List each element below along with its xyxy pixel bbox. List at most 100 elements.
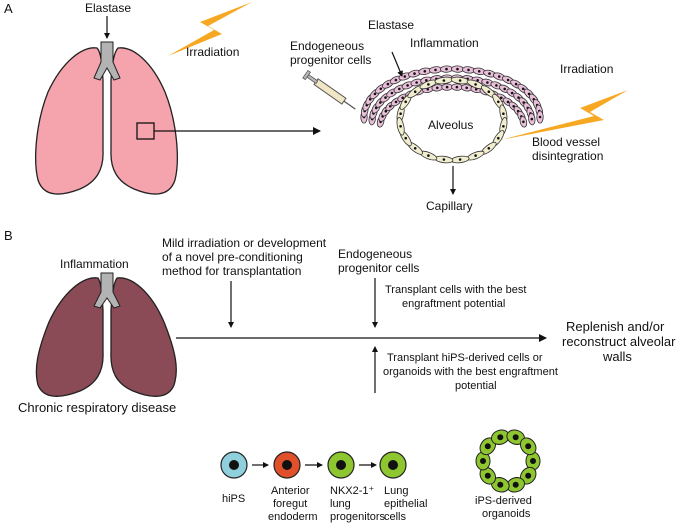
- inflammation-arrow: [391, 51, 403, 77]
- panel-b-label: B: [4, 228, 13, 243]
- diseased-trachea: [93, 272, 121, 309]
- alveolar-cell-nucleus: [404, 136, 408, 140]
- alveolar-cell-nucleus: [442, 158, 446, 161]
- mild-irradiation-line2: of a novel pre-conditioning: [162, 250, 303, 264]
- transplant-best-line2: engraftment potential: [402, 298, 505, 310]
- endogeneous-label-line2: progenitor cells: [290, 53, 371, 67]
- alveolar-cell-nucleus: [502, 112, 505, 115]
- capillary-cell-nucleus: [530, 117, 534, 121]
- capillary-cell-nucleus: [510, 91, 514, 95]
- capillary-cell-nucleus: [413, 72, 416, 75]
- capillary-cell-nucleus: [465, 86, 469, 90]
- elastase-label-top: Elastase: [85, 1, 131, 15]
- endogeneous-b-line2: progenitor cells: [338, 261, 419, 275]
- alveolar-cell-nucleus: [474, 154, 477, 157]
- alveolar-cell-nucleus: [458, 158, 462, 161]
- capillary-cell-nucleus: [379, 87, 383, 91]
- cell-label-foregut-1: Anterior: [271, 485, 310, 497]
- capillary-cell-nucleus: [394, 78, 398, 82]
- elastase-label-alveolus: Elastase: [368, 18, 414, 32]
- alveolar-cell-nucleus: [427, 154, 430, 157]
- capillary-cell-nucleus: [500, 96, 503, 100]
- endogeneous-b-line1: Endogeneous: [338, 247, 412, 261]
- organoid-nucleus: [525, 443, 532, 450]
- capillary-cell-nucleus: [476, 79, 480, 82]
- outcome-line1: Replenish and/or: [566, 319, 665, 334]
- capillary-cell-nucleus: [445, 85, 449, 89]
- organoid-nucleus: [512, 434, 519, 441]
- capillary-label: Capillary: [426, 199, 473, 213]
- cell-epithelial: [379, 451, 407, 479]
- cell-label-nkx2-2: lung: [330, 498, 351, 510]
- alveolar-cell-nucleus: [399, 112, 402, 115]
- capillary-cell-nucleus: [401, 96, 405, 100]
- capillary-cell-nucleus: [506, 100, 510, 104]
- inflammation-label-b: Inflammation: [60, 257, 129, 271]
- cell-label-hips: hiPS: [222, 493, 245, 505]
- blood-vessel-label-line1: Blood vessel: [532, 135, 600, 149]
- trachea: [93, 41, 121, 81]
- organoid-label-1: iPS-derived: [475, 495, 532, 507]
- diseased-right-lobe: [110, 277, 177, 397]
- capillary-cell-nucleus: [503, 87, 507, 91]
- transplant-best-line1: Transplant cells with the best: [385, 284, 526, 296]
- cell-hips: [220, 451, 248, 479]
- capillary-cell-nucleus: [436, 86, 439, 90]
- capillary-cell-nucleus: [389, 105, 392, 108]
- capillary-cell-nucleus: [455, 85, 459, 89]
- capillary-cell-nucleus: [514, 82, 518, 86]
- panel-a-label: A: [4, 1, 13, 16]
- capillary-cell-nucleus: [497, 75, 501, 78]
- capillary-cell-nucleus: [488, 72, 491, 75]
- alveolar-cell-nucleus: [487, 90, 491, 93]
- capillary-cell-nucleus: [384, 96, 387, 99]
- outcome-line2: reconstruct alveolar: [562, 334, 676, 349]
- alveolar-cell-nucleus: [427, 83, 430, 86]
- capillary-cell-nucleus: [386, 82, 390, 86]
- organoid-ring: [475, 429, 541, 493]
- cell-label-foregut-3: endoderm: [268, 511, 318, 523]
- capillary-cell-nucleus: [379, 101, 382, 104]
- alveolar-cell-nucleus: [497, 136, 500, 140]
- diseased-lung: [35, 272, 177, 397]
- alveolar-cell-nucleus: [399, 125, 402, 128]
- capillary-cell-nucleus: [390, 91, 394, 95]
- cell-label-epithelial-1: Lung: [384, 485, 408, 497]
- capillary-cell-nucleus: [403, 75, 407, 78]
- left-lung-lobe: [35, 47, 104, 195]
- capillary-cell-nucleus: [486, 81, 489, 84]
- cell-label-epithelial-2: epithelial: [384, 498, 427, 510]
- alveolar-cell-nucleus: [502, 125, 505, 128]
- organoid-nucleus: [497, 434, 504, 441]
- capillary-cell-nucleus: [538, 115, 542, 119]
- blood-vessel-label-line2: disintegration: [532, 149, 603, 163]
- capillary-cell-nucleus: [425, 79, 428, 82]
- capillary-cell-nucleus: [506, 78, 510, 82]
- alveolar-cell-nucleus: [497, 100, 500, 104]
- cell-label-nkx2-1: NKX2-1⁺: [330, 485, 375, 497]
- capillary-cell-nucleus: [398, 87, 401, 91]
- organoid-nucleus: [480, 458, 486, 464]
- alveolar-cell-nucleus: [442, 79, 446, 82]
- capillary-cell-nucleus: [445, 67, 448, 71]
- mild-irradiation-line1: Mild irradiation or development: [162, 236, 327, 250]
- alveolar-cell-nucleus: [413, 147, 417, 150]
- diseased-left-lobe: [35, 277, 104, 397]
- inflammation-label-a: Inflammation: [410, 36, 479, 50]
- endogeneous-label-line1: Endogeneous: [290, 39, 364, 53]
- organoid-label-2: organoids: [482, 508, 531, 520]
- alveolar-cell-nucleus: [458, 79, 462, 82]
- cell-nkx2: [327, 451, 355, 479]
- transplant-hips-line2: organoids with the best engraftment: [383, 366, 558, 378]
- transplant-hips-line3: potential: [455, 380, 497, 392]
- syringe-icon: [302, 69, 356, 110]
- transplant-hips-line1: Transplant hiPS-derived cells or: [387, 352, 543, 364]
- capillary-cell-nucleus: [474, 88, 478, 91]
- cell-label-foregut-2: foregut: [273, 498, 307, 510]
- capillary-cell-nucleus: [467, 68, 470, 72]
- alveolar-cell-nucleus: [413, 90, 417, 93]
- mild-irradiation-line3: method for transplantation: [162, 264, 301, 278]
- organoid-nucleus: [484, 472, 491, 479]
- organoid-nucleus: [512, 481, 519, 488]
